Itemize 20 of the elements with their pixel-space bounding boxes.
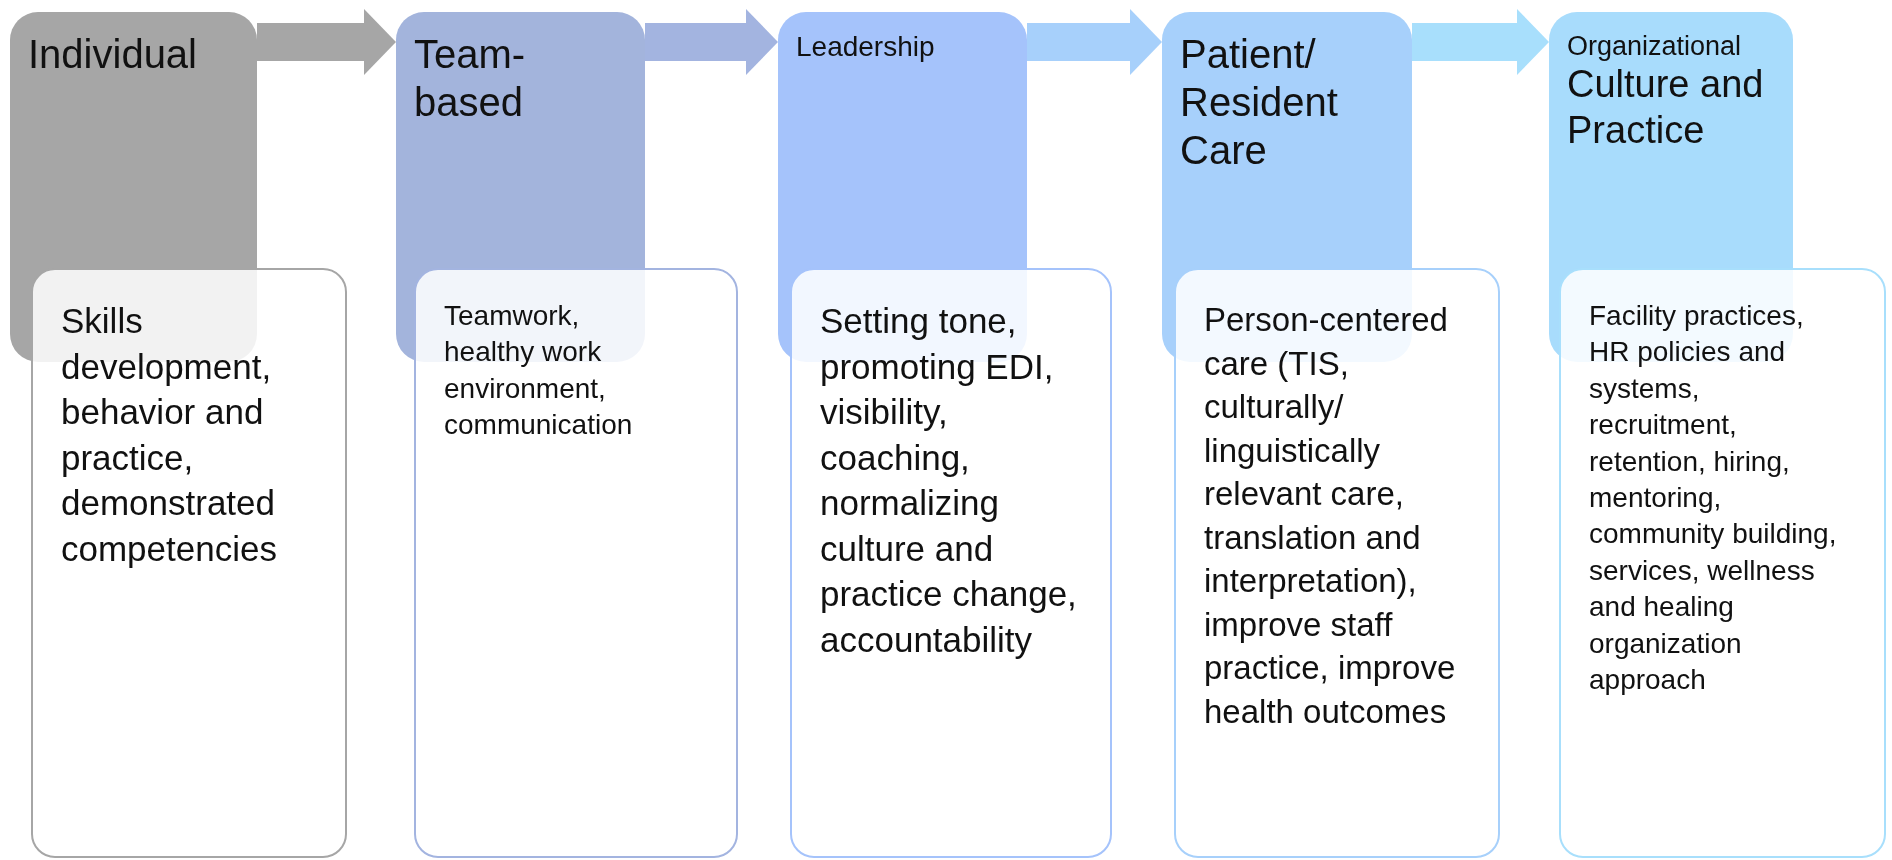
description-text: Person-centered care (TIS, culturally/ linguistically relevant care, translation and interpretation), improve staff practice, improve health outcomes xyxy=(1204,300,1457,732)
description-card xyxy=(1559,268,1886,858)
header-text: Patient/ Resident Care xyxy=(1180,31,1339,174)
description-card xyxy=(31,268,347,858)
description-card xyxy=(790,268,1112,858)
header-text: Team-based xyxy=(414,31,527,126)
description-card xyxy=(414,268,738,858)
description-card xyxy=(1174,268,1500,858)
arrow xyxy=(1412,9,1549,75)
arrow xyxy=(1027,9,1162,75)
arrow xyxy=(645,9,778,75)
description-text: Facility practices, HR policies and systems, recruitment, retention, hiring, mentoring, community building, services, wellness and healing organization approach xyxy=(1589,299,1838,697)
description-text: Skills development, behavior and practice, demonstrated competencies xyxy=(61,300,278,570)
header-text: Leadership xyxy=(796,30,936,64)
header-text: Culture and Practice xyxy=(1567,62,1765,153)
description-text: Setting tone, promoting EDI, visibility, coaching, normalizing culture and practice change, accountability xyxy=(820,300,1078,661)
description-text: Teamwork, healthy work environment, communication xyxy=(444,299,634,443)
arrow xyxy=(257,9,396,75)
header-text: Individual xyxy=(28,31,198,78)
header-text: Organizational xyxy=(1567,30,1743,63)
